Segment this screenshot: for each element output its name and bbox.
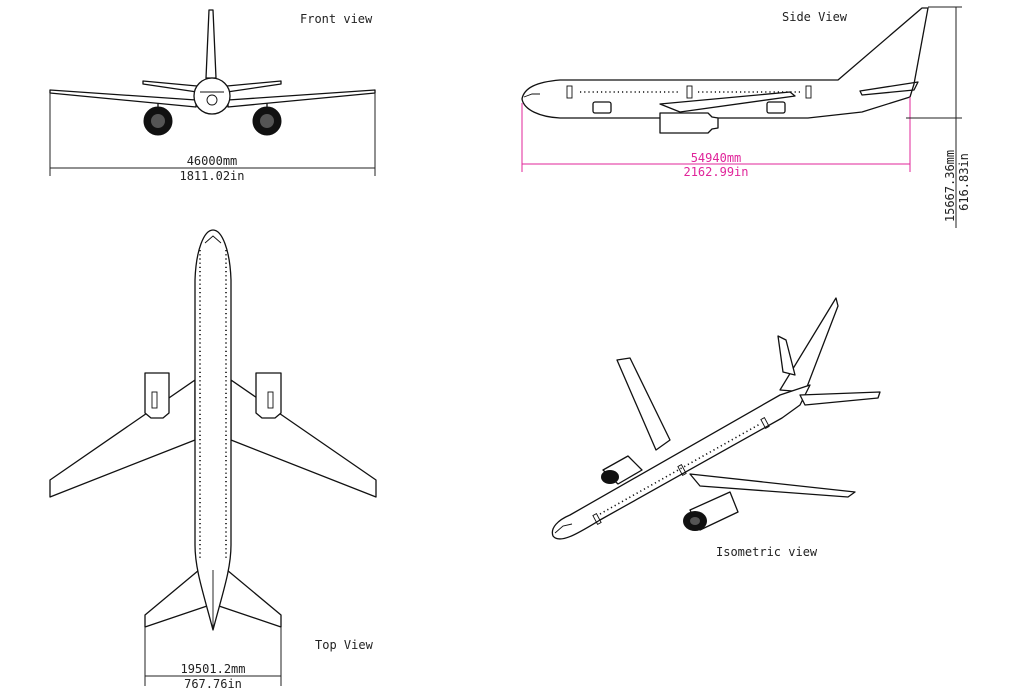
front-nose-detail [206, 94, 218, 106]
iso-far-engine-fan [601, 470, 619, 484]
iso-door-1 [592, 513, 602, 525]
side-stabilizer [859, 81, 919, 96]
iso-far-wing [616, 357, 671, 451]
front-view: Front view 46000mm 1811.02in [49, 9, 376, 183]
top-right-engine [255, 372, 282, 419]
top-cockpit [204, 235, 222, 244]
side-fuselage [521, 7, 929, 119]
tailspan-in: 767.76in [184, 677, 242, 691]
top-fuselage [194, 229, 232, 631]
length-mm: 54940mm [691, 151, 742, 165]
front-right-wing [227, 89, 376, 108]
front-right-stabilizer [226, 80, 282, 93]
top-right-wing [230, 379, 377, 498]
iso-near-wing [689, 473, 856, 498]
side-view-label: Side View [782, 10, 848, 24]
iso-cockpit [554, 523, 573, 534]
height-mm: 15667.36mm [943, 150, 957, 222]
isometric-view-label: Isometric view [716, 545, 818, 559]
front-fuselage [193, 77, 231, 115]
side-door-3 [805, 85, 812, 99]
iso-fin [779, 297, 839, 393]
top-left-engine-detail [151, 391, 158, 409]
iso-near-engine-spinner [690, 517, 700, 525]
tailspan-mm: 19501.2mm [180, 662, 245, 676]
wingspan-mm: 46000mm [187, 154, 238, 168]
iso-far-stabilizer [777, 335, 796, 376]
side-cockpit [523, 93, 540, 98]
side-gear-door-front [592, 101, 612, 114]
front-left-wing [49, 89, 197, 108]
front-left-stabilizer [142, 80, 198, 93]
side-engine [659, 112, 719, 134]
height-in: 616.83in [957, 153, 971, 211]
iso-door-3 [760, 417, 770, 429]
top-left-wing [49, 379, 196, 498]
iso-near-stabilizer [799, 391, 881, 406]
isometric-view: Isometric view [551, 297, 881, 559]
side-view: Side View 54940mm 2162.99in 15667.36mm 6… [521, 6, 971, 228]
front-right-engine-fan [260, 114, 274, 128]
front-view-label: Front view [300, 12, 373, 26]
top-view-label: Top View [315, 638, 374, 652]
side-door-1 [566, 85, 573, 99]
side-wing [659, 91, 796, 113]
length-in: 2162.99in [683, 165, 748, 179]
iso-fuselage [551, 384, 811, 540]
iso-door-2 [677, 464, 687, 476]
front-left-engine-fan [151, 114, 165, 128]
side-gear-door-rear [766, 101, 786, 114]
top-view: Top View 19501.2mm 767.76in [49, 229, 377, 691]
top-right-engine-detail [267, 391, 274, 409]
iso-windows [599, 423, 761, 515]
side-door-2 [686, 85, 693, 99]
front-fin [205, 9, 217, 79]
wingspan-in: 1811.02in [179, 169, 244, 183]
